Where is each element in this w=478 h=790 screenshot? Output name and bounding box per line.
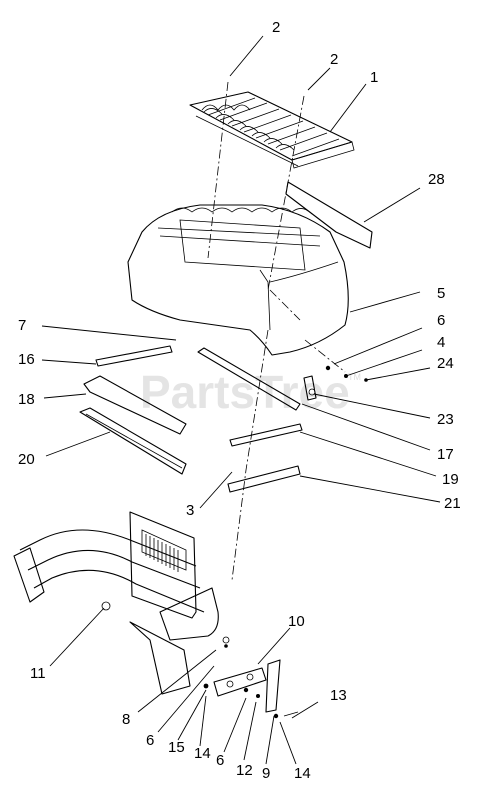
callout-2-top: 2	[272, 19, 280, 36]
chassis-frame	[13, 511, 230, 695]
part-18-plate	[83, 375, 187, 435]
leader-lines	[41, 35, 441, 765]
callout-2-second: 2	[330, 51, 338, 68]
callout-14-right: 14	[294, 765, 311, 782]
part-20-channel	[79, 407, 187, 475]
callout-21: 21	[444, 495, 461, 512]
centerlines	[207, 81, 346, 581]
lower-hardware	[203, 644, 299, 719]
callout-20: 20	[18, 451, 35, 468]
callout-6-lower-left: 6	[146, 732, 154, 749]
callout-7: 7	[18, 317, 26, 334]
callout-16: 16	[18, 351, 35, 368]
part-16-bracket	[95, 345, 173, 367]
callout-17: 17	[437, 446, 454, 463]
callout-19: 19	[442, 471, 459, 488]
callout-18: 18	[18, 391, 35, 408]
watermark-trademark: TM	[348, 372, 361, 382]
callout-24: 24	[437, 355, 454, 372]
callout-labels: 2 2 1 28 5 6 4 24 23 17 19 21 7 16 18 20…	[18, 19, 461, 782]
callout-5: 5	[437, 285, 445, 302]
callout-12: 12	[236, 762, 253, 779]
part-5-hood	[127, 204, 349, 356]
callout-13: 13	[330, 687, 347, 704]
part-19-bracket	[229, 423, 303, 447]
callout-23: 23	[437, 411, 454, 428]
callout-4: 4	[437, 334, 445, 351]
callout-1: 1	[370, 69, 378, 86]
part-21-channel	[227, 465, 301, 493]
callout-28: 28	[428, 171, 445, 188]
callout-3: 3	[186, 502, 194, 519]
callout-11: 11	[30, 665, 46, 682]
callout-8: 8	[122, 711, 130, 728]
part-23-latch	[303, 375, 317, 401]
callout-6-right: 6	[437, 312, 445, 329]
part-17-bracket	[197, 347, 301, 411]
callout-14-left: 14	[194, 745, 211, 762]
callout-10: 10	[288, 613, 305, 630]
callout-15: 15	[168, 739, 185, 756]
part-1-grille	[189, 91, 355, 169]
callout-6-lower: 6	[216, 752, 224, 769]
callout-9: 9	[262, 765, 270, 782]
